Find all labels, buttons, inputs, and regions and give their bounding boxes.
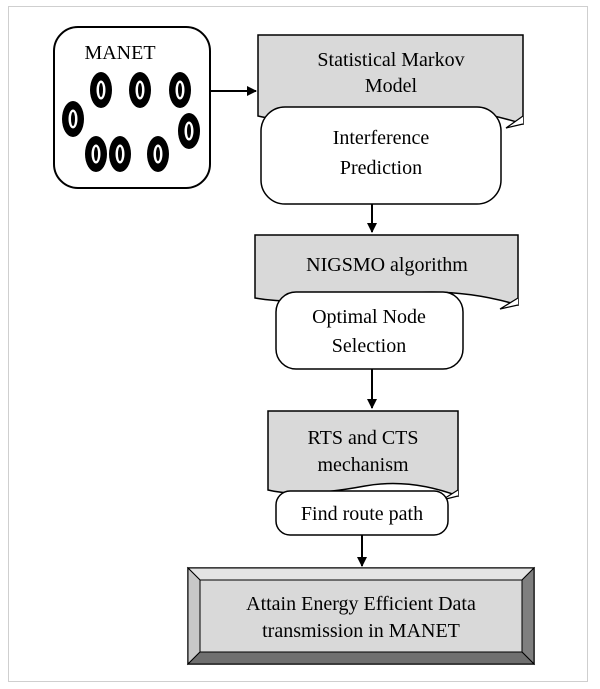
stage-title-line: mechanism <box>317 454 409 476</box>
stage-title-line: NIGSMO algorithm <box>306 254 468 276</box>
box-label-line: Attain Energy Efficient Data <box>246 593 476 615</box>
stage-title-line: RTS and CTS <box>307 427 418 449</box>
node-icon <box>147 136 169 172</box>
manet-label: MANET <box>84 42 155 64</box>
stage-title-line: Statistical Markov <box>317 49 464 71</box>
node-icon <box>169 72 191 108</box>
page-curl <box>505 115 524 129</box>
box-label-line: Optimal Node <box>312 306 426 328</box>
box-interference-prediction: Interference Prediction <box>260 106 502 205</box>
stage-nigsmo-algorithm: NIGSMO algorithm <box>254 234 519 310</box>
stage-rts-cts-mechanism: RTS and CTS mechanism <box>267 410 459 501</box>
stage-statistical-markov-model: Statistical Markov Model <box>257 34 524 129</box>
box-label-line: Find route path <box>301 503 423 525</box>
box-label-line: Selection <box>332 335 406 357</box>
manet-box: MANET <box>53 26 211 189</box>
figure-frame <box>8 6 588 682</box>
node-icon <box>90 72 112 108</box>
box-label-line: transmission in MANET <box>262 620 460 642</box>
node-icon <box>62 101 84 137</box>
stage-title-line: Model <box>365 75 418 97</box>
box-optimal-node-selection: Optimal Node Selection <box>275 291 464 370</box>
box-label-line: Prediction <box>340 157 422 179</box>
node-icon <box>178 113 200 149</box>
page-curl <box>499 297 519 310</box>
node-icon <box>109 136 131 172</box>
node-icon <box>129 72 151 108</box>
node-icon <box>85 136 107 172</box>
box-final-output: Attain Energy Efficient Data transmissio… <box>186 566 536 666</box>
box-label-line: Interference <box>333 127 430 149</box>
box-find-route-path: Find route path <box>275 490 449 536</box>
